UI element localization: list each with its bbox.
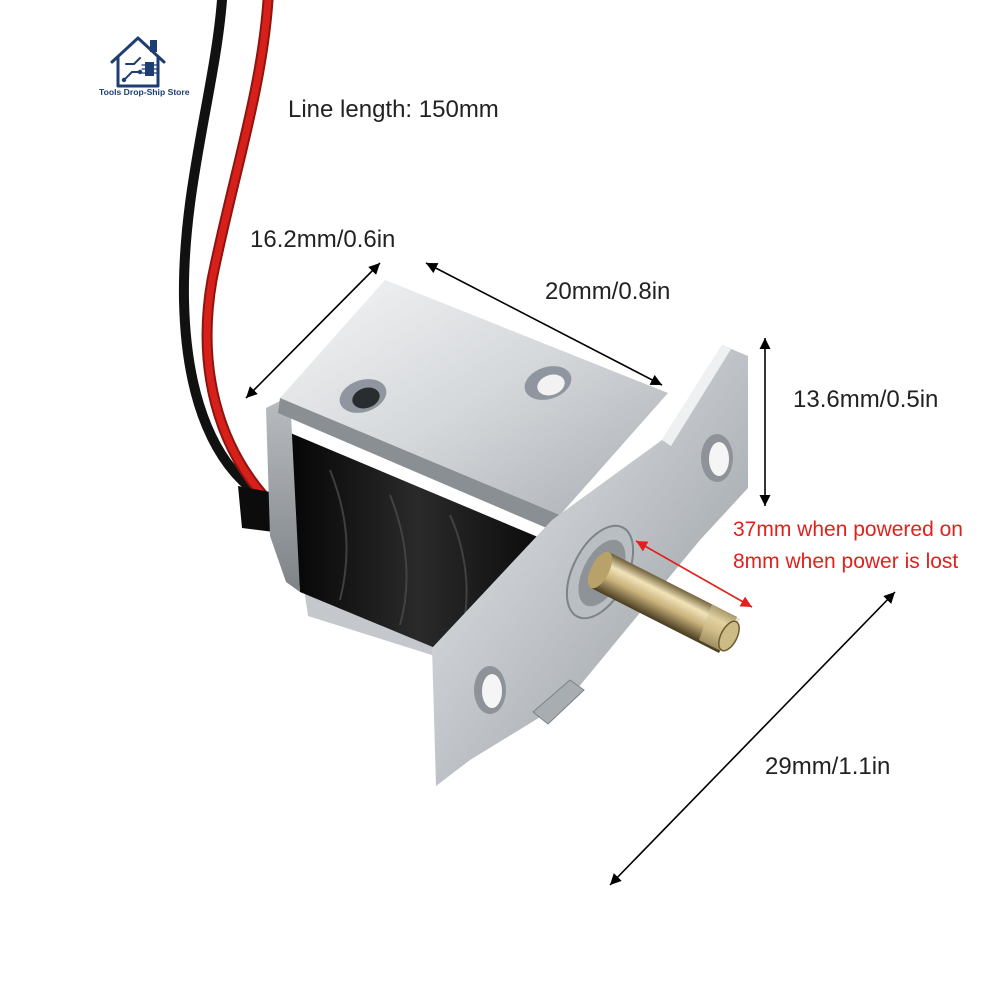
total-length-arrow xyxy=(609,591,896,886)
solenoid-lock xyxy=(266,280,748,786)
logo-text: Tools Drop-Ship Store xyxy=(99,87,190,97)
store-logo xyxy=(110,36,166,88)
bottom-tab xyxy=(532,679,585,725)
line-length-label: Line length: 150mm xyxy=(288,96,499,123)
stroke-power-lost-label: 8mm when power is lost xyxy=(733,550,959,573)
total-length-label: 29mm/1.1in xyxy=(765,753,891,780)
dimension-arrows xyxy=(245,262,896,886)
stroke-powered-on-label: 37mm when powered on xyxy=(733,518,963,541)
width-arrow xyxy=(245,262,381,399)
black-wire xyxy=(178,0,273,505)
top-plate-edge xyxy=(278,398,560,532)
rear-end-plate xyxy=(266,396,300,592)
height-label: 13.6mm/0.5in xyxy=(793,386,939,413)
flange-hole-upper xyxy=(701,434,733,482)
flange-edge xyxy=(662,345,731,446)
width-label: 16.2mm/0.6in xyxy=(250,226,396,253)
house-circuit-icon xyxy=(110,36,166,88)
flange-hole-lower xyxy=(474,666,506,714)
length-label: 20mm/0.8in xyxy=(545,278,671,305)
length-arrow xyxy=(425,262,663,386)
